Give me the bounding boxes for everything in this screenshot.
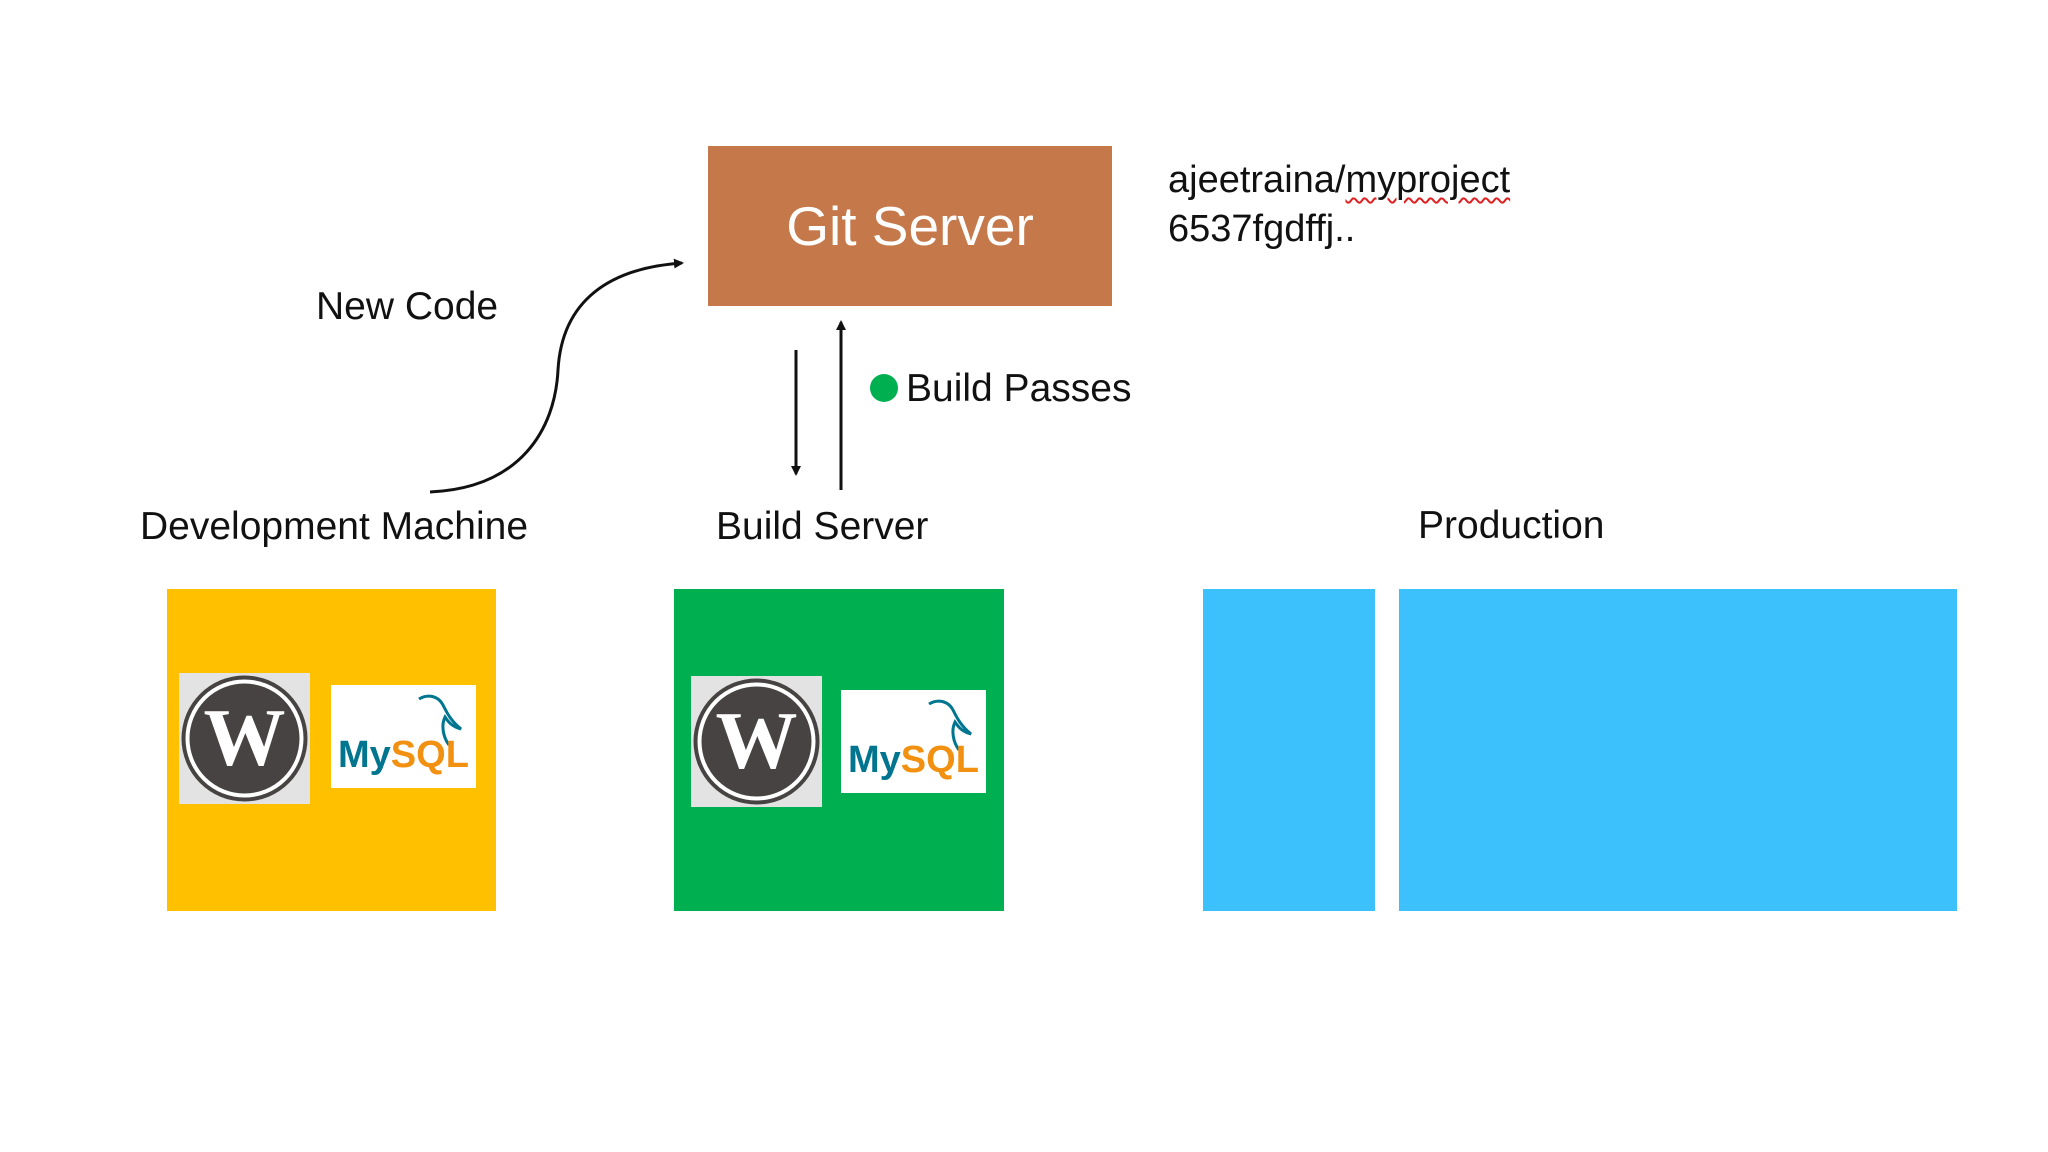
- git-server-box: Git Server: [708, 146, 1112, 306]
- svg-text:W: W: [204, 692, 286, 783]
- build-passes-label: Build Passes: [906, 367, 1132, 410]
- production-label: Production: [1418, 504, 1605, 547]
- repo-path: ajeetraina/myproject: [1168, 161, 1510, 199]
- production-box-large: [1399, 589, 1957, 911]
- repo-owner: ajeetraina/: [1168, 159, 1346, 201]
- development-machine-label: Development Machine: [140, 505, 529, 548]
- svg-text:MySQL: MySQL: [848, 739, 979, 781]
- wordpress-icon: W: [179, 673, 310, 804]
- mysql-my-text: MySQL: [848, 739, 979, 781]
- repo-name: myproject: [1345, 159, 1511, 201]
- production-box-small: [1203, 589, 1375, 911]
- mysql-logo: MySQL: [331, 685, 476, 788]
- svg-text:MySQL: MySQL: [338, 734, 469, 776]
- mysql-logo: MySQL: [841, 690, 986, 793]
- new-code-label: New Code: [316, 285, 499, 328]
- svg-text:W: W: [716, 695, 798, 786]
- status-dot-icon: [870, 374, 898, 402]
- development-machine-box: W MySQL: [167, 589, 496, 911]
- new-code-arrow: [429, 258, 684, 494]
- git-server-label: Git Server: [786, 194, 1034, 257]
- build-server-box: W MySQL: [674, 589, 1004, 911]
- commit-hash: 6537fgdffj..: [1168, 208, 1356, 250]
- wordpress-icon: W: [691, 676, 822, 807]
- build-server-label: Build Server: [716, 505, 929, 548]
- mysql-my-text: MySQL: [338, 734, 469, 776]
